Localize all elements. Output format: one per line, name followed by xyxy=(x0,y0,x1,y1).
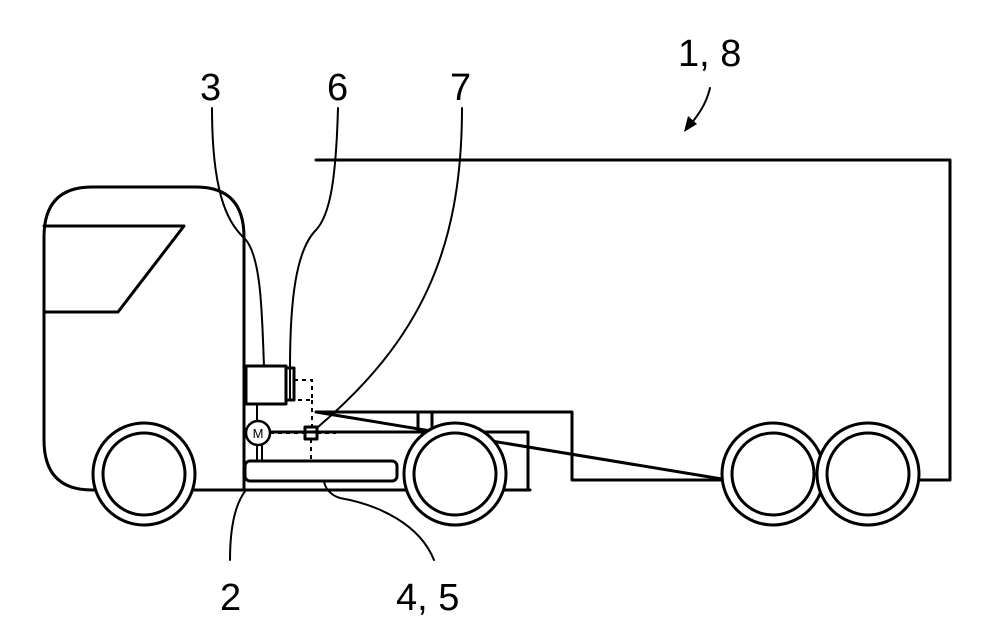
trailer-wheel-1 xyxy=(722,423,824,525)
dashed-link-6 xyxy=(294,380,312,400)
cab-window xyxy=(44,226,184,312)
ref-label-3: 3 xyxy=(200,67,221,109)
ref-label-1-8: 1, 8 xyxy=(678,33,741,75)
leader-6 xyxy=(290,108,338,368)
leader-2 xyxy=(230,490,246,560)
component-block-3 xyxy=(246,366,286,404)
motor-label: M xyxy=(253,426,264,441)
leader-7 xyxy=(318,108,462,427)
ref-label-6: 6 xyxy=(327,67,348,109)
front-wheel xyxy=(93,423,195,525)
battery-pack xyxy=(245,461,397,481)
ref-label-4-5: 4, 5 xyxy=(396,577,459,619)
drive-wheel xyxy=(404,423,506,525)
ref-label-2: 2 xyxy=(220,577,241,619)
trailer-wheel-2 xyxy=(817,423,919,525)
ref-label-7: 7 xyxy=(450,67,471,109)
leader-3 xyxy=(212,108,264,366)
